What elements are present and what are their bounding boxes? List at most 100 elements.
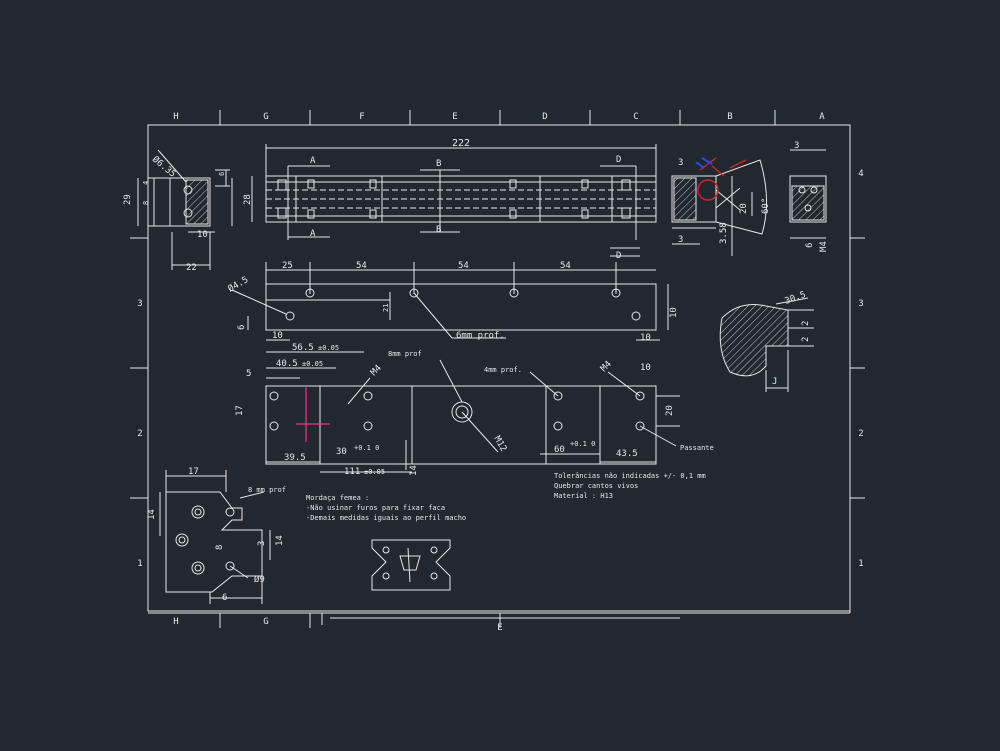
right-section-view: [671, 149, 827, 256]
zone-letter-c: C: [633, 112, 638, 122]
right-dim-m4: M4: [819, 241, 829, 252]
bl-dim-14b: 14: [275, 535, 285, 546]
left-dim-6: 6: [218, 172, 226, 176]
side-dim-54a: 54: [356, 261, 367, 271]
side-dim-dia: Ø4.5: [226, 274, 250, 294]
detail-note-8mm: 8mm prof: [388, 350, 422, 358]
section-b-top: B: [436, 159, 441, 169]
left-dim-10: 10: [197, 230, 208, 240]
detail-dim-405: 40.5: [276, 359, 298, 369]
detail-plan-view: [265, 351, 680, 473]
detail-dim-14: 14: [409, 465, 419, 476]
note-left-3: -Demais medidas iguais ao perfil macho: [306, 514, 466, 522]
front-dim-total: 222: [452, 138, 470, 149]
right-dim-60: 60°: [761, 198, 771, 214]
side-note-prof: 6mm prof.: [456, 331, 505, 341]
side-dim-6: 6: [237, 325, 247, 330]
detail-dim-20: 20: [665, 405, 675, 416]
left-section-view: [137, 149, 233, 270]
detail-tol-30: +0.1 0: [354, 444, 379, 452]
note-right-1: Tolerâncias não indicadas +/- 0,1 mm: [554, 472, 706, 480]
zone-number-2: 2: [858, 429, 863, 439]
left-dim-8: 8: [142, 201, 150, 205]
detail-right-view: [719, 297, 814, 392]
detail-tol-111: ±0.05: [364, 468, 385, 476]
detail-dim-565: 56.5: [292, 343, 314, 353]
dr-dim-2b: 2: [801, 337, 811, 342]
right-dim-3-top: 3: [678, 158, 683, 168]
dr-dim-305: 30.5: [784, 290, 808, 307]
side-dim-54c: 54: [560, 261, 571, 271]
side-dim-10a: 10: [272, 331, 283, 341]
right-dim-358: 3.58: [719, 222, 729, 244]
zone-letter-d: D: [542, 112, 547, 122]
zone-number-4: 4: [858, 169, 863, 179]
zone-letter-h: H: [173, 112, 178, 122]
detail-dim-435: 43.5: [616, 449, 638, 459]
detail-dim-m12: M12: [491, 435, 508, 454]
zone-number-1: 1: [858, 559, 863, 569]
detail-tol-405: ±0.05: [302, 360, 323, 368]
bl-dim-8: 8: [215, 545, 225, 550]
side-dim-25: 25: [282, 261, 293, 271]
note-right-3: Material : H13: [554, 492, 613, 500]
front-dim-height: 28: [243, 194, 253, 205]
bl-dim-17: 17: [188, 467, 199, 477]
right-dim-20: 20: [739, 203, 749, 214]
note-left-2: -Não usinar furos para fixar faca: [306, 504, 445, 512]
zone-letter-bottom-g: G: [263, 617, 268, 627]
zone-number-left-2: 2: [137, 429, 142, 439]
detail-note-passante: Passante: [680, 444, 714, 452]
side-view: [231, 262, 669, 341]
right-dim-3-bottom: 3: [678, 235, 683, 245]
detail-dim-17: 17: [235, 405, 245, 416]
detail-dim-m4b: M4: [599, 359, 614, 374]
bl-dim-3: 3: [257, 541, 267, 546]
bl-note-prof: 8 mm prof: [248, 486, 286, 494]
zone-letter-g: G: [263, 112, 268, 122]
dr-dim-j: J: [772, 377, 777, 387]
bl-dim-6: 6: [222, 593, 227, 603]
zone-letter-f: F: [359, 112, 364, 122]
zone-number-left-1: 1: [137, 559, 142, 569]
left-dim-4: 4: [142, 181, 150, 185]
zone-letter-e: E: [452, 112, 457, 122]
side-dim-54b: 54: [458, 261, 469, 271]
zone-letter-bottom-h: H: [173, 617, 178, 627]
left-dim-dia: Ø6.35: [150, 154, 178, 180]
section-d-bottom: D: [616, 251, 621, 261]
right-dim-6: 6: [805, 243, 815, 248]
zone-number-left-3: 3: [137, 299, 142, 309]
zone-letter-bottom-e: E: [497, 623, 502, 633]
detail-dim-395: 39.5: [284, 453, 306, 463]
zone-letter-b: B: [727, 112, 732, 122]
section-b-bottom: B: [436, 225, 441, 235]
left-dim-22: 22: [186, 263, 197, 273]
blue-markup: [695, 157, 713, 169]
side-dim-10c: 10: [669, 307, 679, 318]
bottom-left-view: [159, 470, 271, 604]
detail-tol-565: ±0.05: [318, 344, 339, 352]
detail-dim-30: 30: [336, 447, 347, 457]
section-a-bottom: A: [310, 229, 316, 239]
detail-dim-60: 60: [554, 445, 565, 455]
right-dim-3b: 3: [794, 141, 799, 151]
dr-dim-2a: 2: [801, 321, 811, 326]
side-dim-21: 21: [382, 304, 390, 312]
detail-note-4mm: 4mm prof.: [484, 366, 522, 374]
zone-letter-a: A: [819, 112, 825, 122]
detail-dim-111: 111: [344, 467, 360, 477]
zone-number-3: 3: [858, 299, 863, 309]
front-view: [251, 144, 657, 257]
bl-dim-14a: 14: [147, 509, 157, 520]
side-dim-10b: 10: [640, 333, 651, 343]
detail-tol-60: +0.1 0: [570, 440, 595, 448]
note-right-2: Quebrar cantos vivos: [554, 482, 638, 490]
bl-dim-9: Ø9: [254, 574, 265, 585]
detail-dim-m4: M4: [369, 363, 384, 378]
left-dim-29: 29: [123, 194, 133, 205]
small-part-view: [371, 539, 451, 591]
note-left-1: Mordaça femea :: [306, 494, 369, 502]
red-callout-circle: [697, 179, 719, 201]
section-d-top: D: [616, 155, 621, 165]
